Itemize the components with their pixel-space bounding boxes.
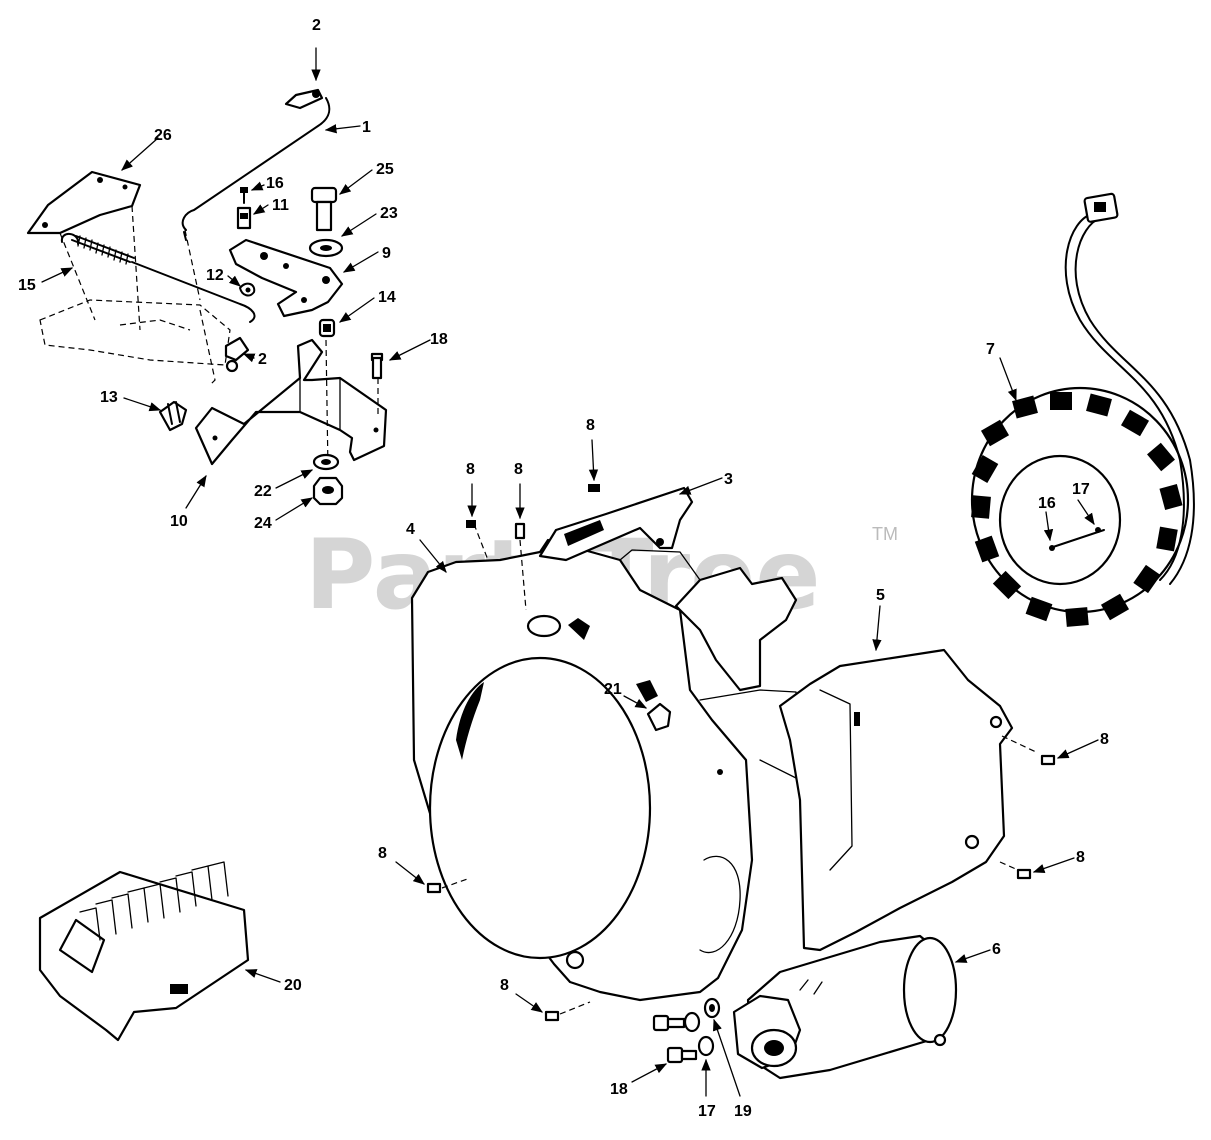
callout-9[interactable]: 9 [382, 245, 391, 262]
callout-12[interactable]: 12 [206, 267, 224, 284]
screw-part-8-top-mid[interactable] [514, 522, 526, 540]
starter-motor-part[interactable] [732, 934, 958, 1080]
screw-part-18-upper[interactable] [370, 352, 384, 414]
callout-26[interactable]: 26 [154, 127, 172, 144]
callout-8-b[interactable]: 8 [514, 461, 523, 478]
small-screw-part[interactable] [240, 187, 248, 204]
phantom-engine-outline [39, 229, 231, 386]
cylinder-shield-part[interactable] [778, 648, 1037, 952]
lock-washer-19[interactable] [703, 997, 721, 1019]
air-shield-part[interactable] [538, 486, 694, 562]
rod-clip-lower-part[interactable] [224, 336, 250, 373]
callout-8-a[interactable]: 8 [466, 461, 475, 478]
callout-2-top[interactable]: 2 [312, 17, 321, 34]
callout-5[interactable]: 5 [876, 587, 885, 604]
starter-bolt-upper[interactable] [652, 1014, 686, 1032]
bracket-plate-part[interactable] [26, 170, 142, 331]
callout-8-e[interactable]: 8 [1076, 849, 1085, 866]
callout-11[interactable]: 11 [272, 197, 289, 214]
starter-bolt-lower[interactable] [666, 1046, 698, 1064]
callout-14[interactable]: 14 [378, 289, 396, 306]
callout-25[interactable]: 25 [376, 161, 394, 178]
screw-part-8-top-left[interactable] [466, 520, 476, 528]
callout-8-c[interactable]: 8 [586, 417, 595, 434]
callout-20[interactable]: 20 [284, 977, 302, 994]
callout-1[interactable]: 1 [362, 119, 371, 136]
callout-7[interactable]: 7 [986, 341, 995, 358]
shroud-fins [674, 566, 801, 781]
blower-housing-part[interactable] [410, 523, 754, 1002]
callout-19[interactable]: 19 [734, 1103, 752, 1120]
callout-3[interactable]: 3 [724, 471, 733, 488]
screw-part-8-bottom[interactable] [544, 1001, 591, 1022]
throttle-link-part[interactable] [181, 97, 331, 241]
callout-16-stator[interactable]: 16 [1038, 495, 1056, 512]
callout-8-f[interactable]: 8 [378, 845, 387, 862]
starter-washer-lower[interactable] [697, 1035, 715, 1057]
stator-lead-wire [1064, 192, 1195, 585]
control-bracket-part[interactable] [194, 338, 388, 471]
callout-13[interactable]: 13 [100, 389, 118, 406]
callout-8-d[interactable]: 8 [1100, 731, 1109, 748]
callout-18-top[interactable]: 18 [430, 331, 448, 348]
callout-6[interactable]: 6 [992, 941, 1001, 958]
callout-22[interactable]: 22 [254, 483, 272, 500]
screw-part-8-left[interactable] [426, 877, 471, 894]
callout-labels: 2 1 26 16 11 25 23 9 15 12 14 18 2 13 10… [18, 17, 1109, 1120]
screw-part-8-top-right[interactable] [588, 484, 600, 492]
voltage-regulator-part[interactable] [38, 861, 250, 1042]
callout-18-bottom[interactable]: 18 [610, 1081, 628, 1098]
screw-part-8-right-lower[interactable] [1016, 868, 1032, 880]
leader-lines [41, 47, 1099, 1097]
clip-part-21[interactable] [646, 702, 672, 732]
washer-part-22[interactable] [312, 453, 340, 471]
washer-part[interactable] [308, 238, 344, 258]
callout-10[interactable]: 10 [170, 513, 188, 530]
callout-15[interactable]: 15 [18, 277, 36, 294]
screw-part-8-right-upper[interactable] [1040, 754, 1056, 766]
alternator-stator-part[interactable] [970, 386, 1190, 627]
callout-8-g[interactable]: 8 [500, 977, 509, 994]
nut-part-24[interactable] [312, 476, 344, 506]
governor-spring-part[interactable] [60, 233, 256, 323]
nut-part-14[interactable] [318, 318, 336, 338]
governor-lever-part[interactable] [228, 238, 344, 318]
trademark-mark: TM [872, 524, 898, 544]
callout-24[interactable]: 24 [254, 515, 272, 532]
bolt-part[interactable] [310, 186, 338, 232]
clip-part-12[interactable] [239, 282, 256, 297]
bushing-part[interactable] [236, 206, 252, 230]
callout-23[interactable]: 23 [380, 205, 398, 222]
starter-washer-upper[interactable] [683, 1011, 701, 1033]
callout-16-top[interactable]: 16 [266, 175, 284, 192]
callout-17-bottom[interactable]: 17 [698, 1103, 716, 1120]
clip-part-13[interactable] [158, 400, 188, 432]
callout-17-stator[interactable]: 17 [1072, 481, 1090, 498]
rod-clip-top-part[interactable] [284, 88, 324, 110]
callout-2-lower[interactable]: 2 [258, 351, 267, 368]
callout-4[interactable]: 4 [406, 521, 415, 538]
callout-21[interactable]: 21 [604, 681, 622, 698]
